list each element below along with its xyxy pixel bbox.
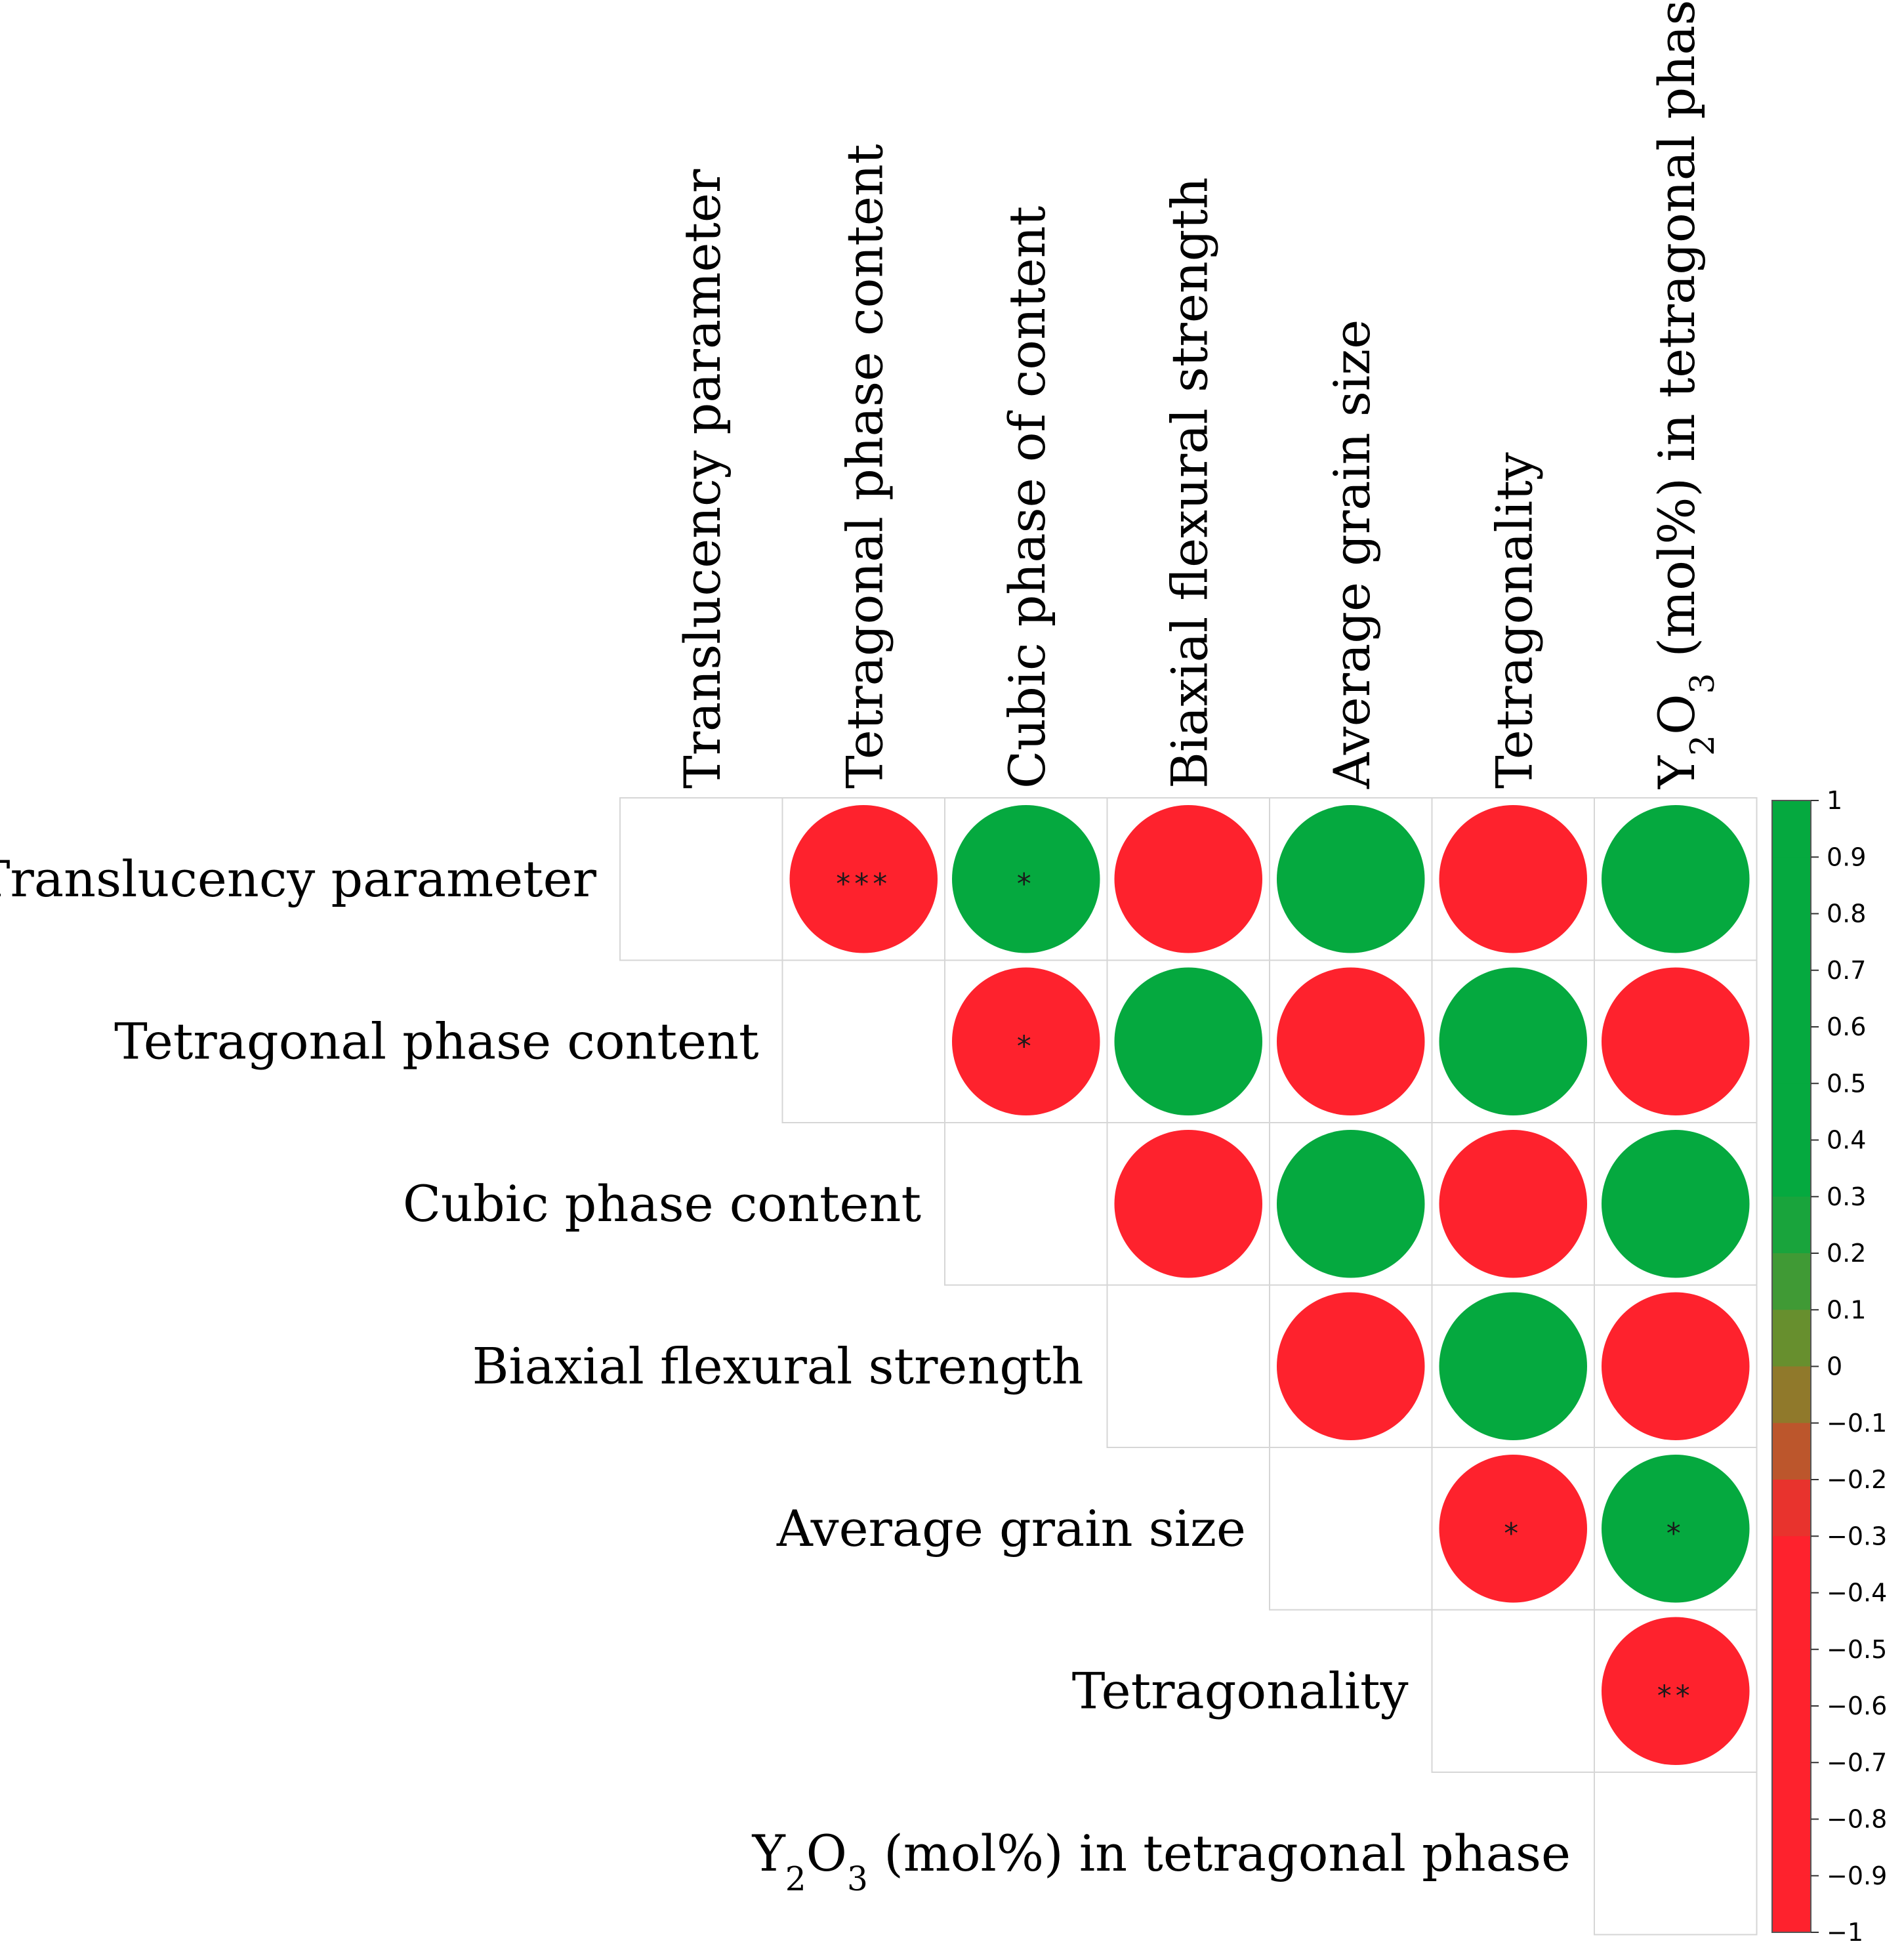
colorbar-band [1772,1310,1811,1367]
row-label: Translucency parameter [0,850,597,908]
column-label: Biaxial flexural strength [1160,177,1218,789]
colorbar-band [1772,1027,1811,1085]
row-label: Tetragonality [1072,1661,1409,1720]
significance-stars: ** [1657,1679,1694,1713]
row-label: Average grain size [776,1499,1246,1558]
significance-stars: * [1666,1517,1685,1550]
colorbar-tick-label: 0.3 [1827,1182,1866,1211]
row-label: Y2O3 (mol%) in tetragonal phase [752,1824,1571,1898]
correlation-circle [1114,967,1262,1115]
correlation-circle [1439,805,1587,953]
correlation-grid: ********* [619,797,1758,1936]
colorbar-band [1772,1422,1811,1480]
colorbar-band [1772,1875,1811,1933]
colorbar-band [1772,1536,1811,1594]
correlation-circle [1439,1292,1587,1440]
correlation-circle [952,967,1100,1115]
grid-cell [781,959,945,1123]
correlation-circle [1277,1130,1425,1278]
column-labels: Translucency parameter Tetragonal phase c… [673,0,1722,789]
row-label: Tetragonal phase content [114,1012,758,1070]
colorbar-band [1772,857,1811,915]
colorbar-band [1772,1649,1811,1707]
colorbar-tick-label: −0.1 [1827,1409,1887,1438]
row-label: Cubic phase content [403,1174,921,1233]
row-label: Biaxial flexural strength [472,1337,1084,1395]
significance-stars: * [1017,867,1035,901]
grid-cell [1594,1772,1758,1936]
colorbar-band [1772,913,1811,971]
correlation-circle [1277,805,1425,953]
correlation-circle [952,805,1100,953]
column-label: Tetragonal phase content [835,144,894,789]
column-label: Tetragonality [1485,452,1543,789]
colorbar-tick-label: 0.2 [1827,1239,1866,1268]
grid-cell [1269,1447,1433,1611]
colorbar-tick-label: −0.3 [1827,1522,1887,1550]
colorbar-tick-label: −1 [1827,1918,1863,1947]
correlation-circle [1602,967,1750,1115]
colorbar-tick-label: 1 [1827,786,1842,815]
colorbar-band [1772,1083,1811,1141]
correlation-circle [1602,1292,1750,1440]
colorbar-tick-label: −0.9 [1827,1861,1887,1890]
colorbar-tick-label: 0 [1827,1352,1842,1381]
colorbar-band [1772,1592,1811,1650]
column-label: Y2O3 (mol%) in tetragonal phase [1647,0,1722,789]
colorbar-band [1772,1253,1811,1311]
colorbar-band [1772,1480,1811,1537]
colorbar-tick-label: −0.5 [1827,1635,1887,1664]
colorbar-tick-label: 0.4 [1827,1126,1866,1155]
colorbar-tick-label: 0.8 [1827,900,1866,928]
correlation-circle [1439,1455,1587,1603]
colorbar-band [1772,800,1811,858]
grid-cell [1431,1609,1595,1773]
grid-cell [944,1122,1108,1286]
colorbar-band [1772,1706,1811,1764]
colorbar-tick-label: −0.4 [1827,1579,1887,1608]
colorbar: 1 0.9 0.8 0.7 0.6 0.5 0.4 0.3 0.2 0.1 0 −0.1 −0.2 −0.… [1771,786,1887,1947]
correlation-circle [1277,1292,1425,1440]
column-label: Translucency parameter [673,169,732,789]
correlation-circle [1602,1455,1750,1603]
colorbar-tick-label: 0.9 [1827,842,1866,871]
colorbar-tick-label: 0.7 [1827,956,1866,985]
correlation-circle [1114,805,1262,953]
colorbar-tick-label: 0.1 [1827,1295,1866,1324]
correlation-circle [1602,1617,1750,1765]
colorbar-tick-label: 0.5 [1827,1069,1866,1098]
significance-stars: *** [836,867,891,901]
colorbar-band [1772,1196,1811,1254]
colorbar-tick-label: 0.6 [1827,1012,1866,1041]
colorbar-tick-label: −0.8 [1827,1805,1887,1834]
colorbar-band [1772,1140,1811,1197]
column-label: Average grain size [1323,320,1381,789]
significance-stars: * [1017,1029,1035,1063]
correlation-circle [1114,1130,1262,1278]
column-label: Cubic phase of content [998,206,1056,789]
grid-cell [1106,1284,1270,1448]
colorbar-band [1772,970,1811,1028]
correlation-circle [1439,1130,1587,1278]
correlation-circle [1439,967,1587,1115]
grid-cell [619,797,783,961]
colorbar-tick-label: −0.6 [1827,1692,1887,1720]
correlation-circle [1602,1130,1750,1278]
correlation-circle [1277,967,1425,1115]
colorbar-band [1772,1366,1811,1424]
significance-stars: * [1504,1517,1522,1550]
colorbar-band [1772,1762,1811,1820]
correlation-circle [789,805,938,953]
colorbar-band [1772,1819,1811,1877]
colorbar-tick-label: −0.7 [1827,1748,1887,1777]
colorbar-tick-label: −0.2 [1827,1465,1887,1494]
correlation-circle [1602,805,1750,953]
